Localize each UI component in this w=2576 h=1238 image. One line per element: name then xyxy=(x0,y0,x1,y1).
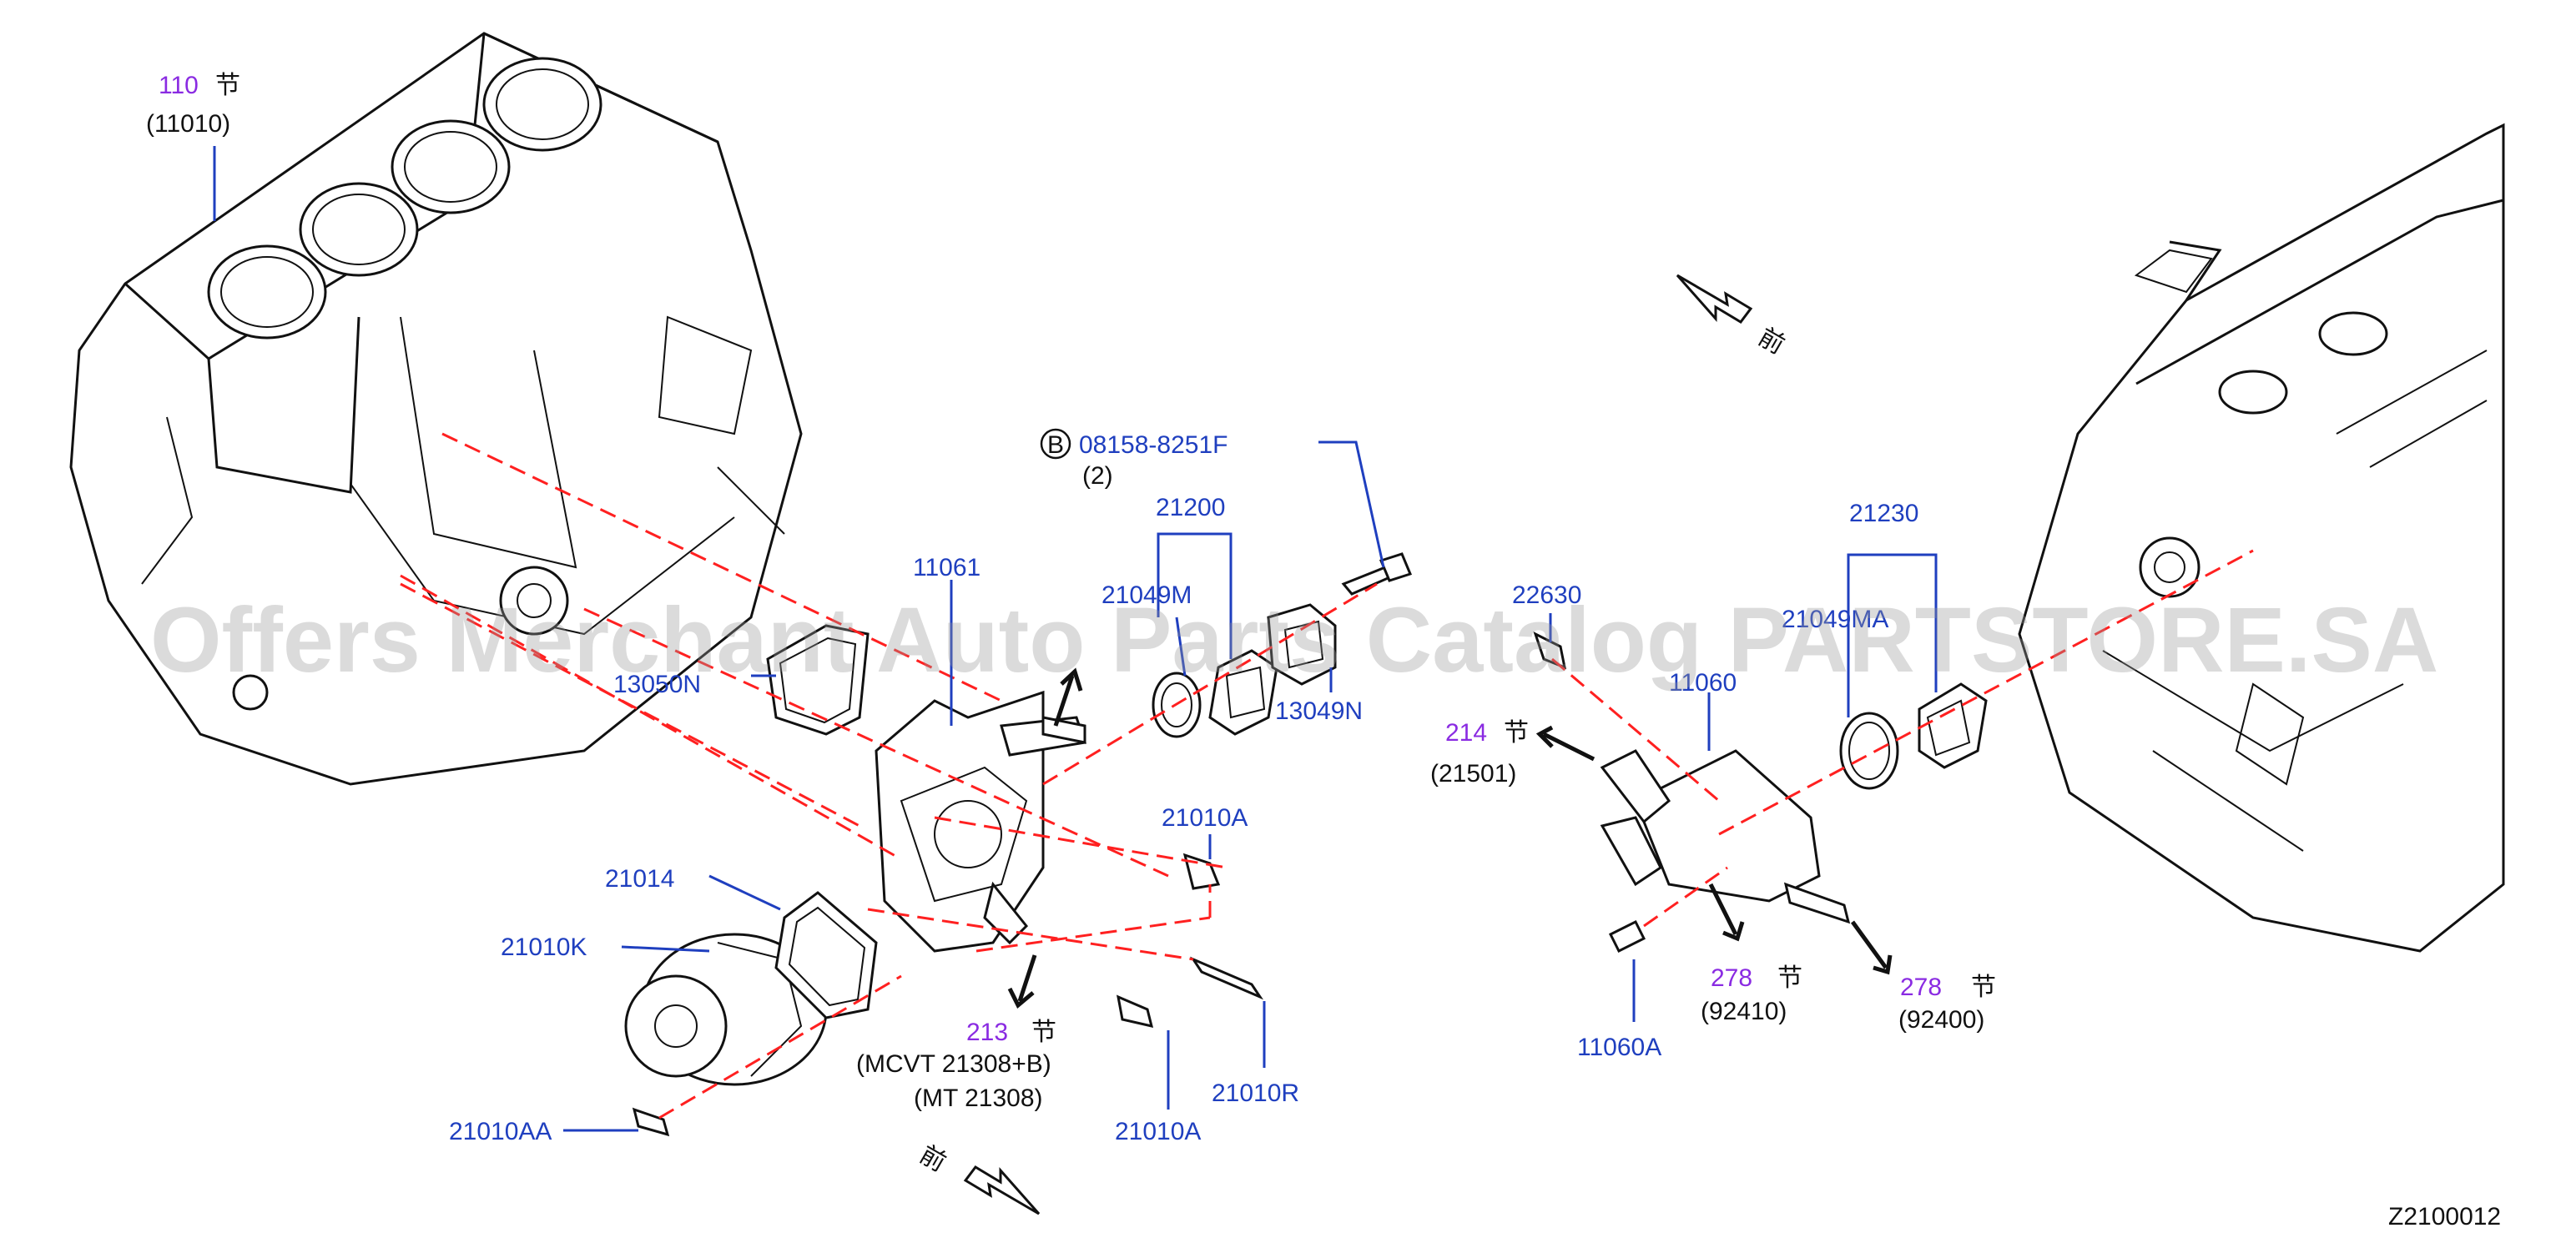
svg-text:(21501): (21501) xyxy=(1430,760,1516,788)
callout-21010r[interactable]: 21010R xyxy=(1212,1079,1299,1107)
callout-213[interactable]: 213 节 (MCVT 21308+B) (MT 21308) xyxy=(856,1018,1056,1112)
callout-21014[interactable]: 21014 xyxy=(605,865,674,893)
svg-text:(92410): (92410) xyxy=(1701,998,1787,1025)
callout-22630[interactable]: 22630 xyxy=(1512,581,1581,609)
callout-13049n[interactable]: 13049N xyxy=(1275,697,1363,725)
gasket-21014-drawing xyxy=(774,891,878,1019)
svg-text:214: 214 xyxy=(1445,719,1487,747)
callout-21010k[interactable]: 21010K xyxy=(501,934,587,961)
bolts-center-drawing xyxy=(632,716,1264,1137)
water-outlet-11060-drawing xyxy=(1533,632,1851,954)
svg-text:B: B xyxy=(1047,431,1064,459)
callout-11060a[interactable]: 11060A xyxy=(1577,1034,1661,1061)
callout-21010aa[interactable]: 21010AA xyxy=(449,1118,552,1145)
svg-text:节: 节 xyxy=(1504,718,1529,747)
direction-arrows xyxy=(1007,667,1893,1009)
callout-21010a-bottom[interactable]: 21010A xyxy=(1115,1118,1201,1145)
callout-13050n[interactable]: 13050N xyxy=(613,671,701,698)
svg-text:节: 节 xyxy=(1971,973,1996,1002)
callout-08158-8251f[interactable]: B 08158-8251F (2) xyxy=(1040,428,1228,490)
thermostat-21200-drawing xyxy=(1152,649,1278,738)
svg-text:278: 278 xyxy=(1711,964,1752,992)
svg-text:节: 节 xyxy=(1777,964,1802,993)
svg-text:110: 110 xyxy=(159,72,199,99)
callout-11060[interactable]: 11060 xyxy=(1669,669,1737,697)
svg-text:08158-8251F: 08158-8251F xyxy=(1079,431,1228,459)
watermark-text: Offers Merchant Auto Parts Catalog PARTS… xyxy=(150,589,2438,692)
gasket-13050n-drawing xyxy=(766,624,870,736)
callout-21230[interactable]: 21230 xyxy=(1849,500,1918,527)
callout-21010a-top[interactable]: 21010A xyxy=(1162,804,1248,832)
svg-text:(MT 21308): (MT 21308) xyxy=(914,1085,1043,1112)
bolt-08158-drawing xyxy=(1341,552,1413,596)
thermostat-21230-drawing xyxy=(1839,682,1988,790)
callout-278-92410[interactable]: 278 节 (92410) xyxy=(1701,964,1802,1025)
callout-278-92400[interactable]: 278 节 (92400) xyxy=(1898,973,1996,1034)
svg-text:278: 278 xyxy=(1900,974,1942,1001)
svg-text:213: 213 xyxy=(966,1019,1008,1046)
cylinder-block-drawing xyxy=(69,32,803,786)
callout-21049ma[interactable]: 21049MA xyxy=(1782,606,1888,633)
svg-text:(MCVT 21308+B): (MCVT 21308+B) xyxy=(856,1050,1051,1078)
diagram-code: Z2100012 xyxy=(2388,1203,2501,1230)
callout-110[interactable]: 110 节 (11010) xyxy=(146,71,240,138)
front-arrow-bottom-icon xyxy=(963,1165,1041,1215)
assembly-guide-lines xyxy=(400,432,2254,1120)
svg-text:(11010): (11010) xyxy=(146,110,230,138)
callout-214[interactable]: 214 节 (21501) xyxy=(1430,718,1529,788)
front-label-bottom: 前 xyxy=(915,1140,950,1178)
leader-lines xyxy=(213,146,1938,1132)
front-arrow-top-icon xyxy=(1676,274,1753,324)
callout-21049m[interactable]: 21049M xyxy=(1101,581,1192,609)
cylinder-head-drawing xyxy=(2018,123,2505,953)
callout-21200[interactable]: 21200 xyxy=(1156,494,1225,521)
svg-text:(92400): (92400) xyxy=(1898,1006,1984,1034)
callout-11061[interactable]: 11061 xyxy=(913,554,980,581)
svg-text:(2): (2) xyxy=(1082,462,1113,490)
front-label-top: 前 xyxy=(1753,323,1789,360)
svg-text:节: 节 xyxy=(1031,1018,1056,1047)
svg-text:节: 节 xyxy=(215,71,240,100)
